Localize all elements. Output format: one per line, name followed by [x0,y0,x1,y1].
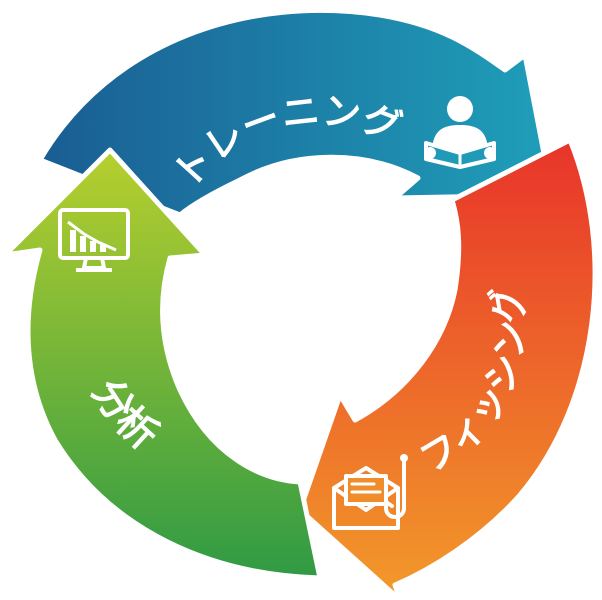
email-hook-icon [332,454,408,530]
monitor-chart-icon [58,208,130,272]
segment-analysis: 分析 [2,147,323,581]
segment-phishing: フィッシング [297,137,598,600]
reader-person-icon [424,96,496,169]
